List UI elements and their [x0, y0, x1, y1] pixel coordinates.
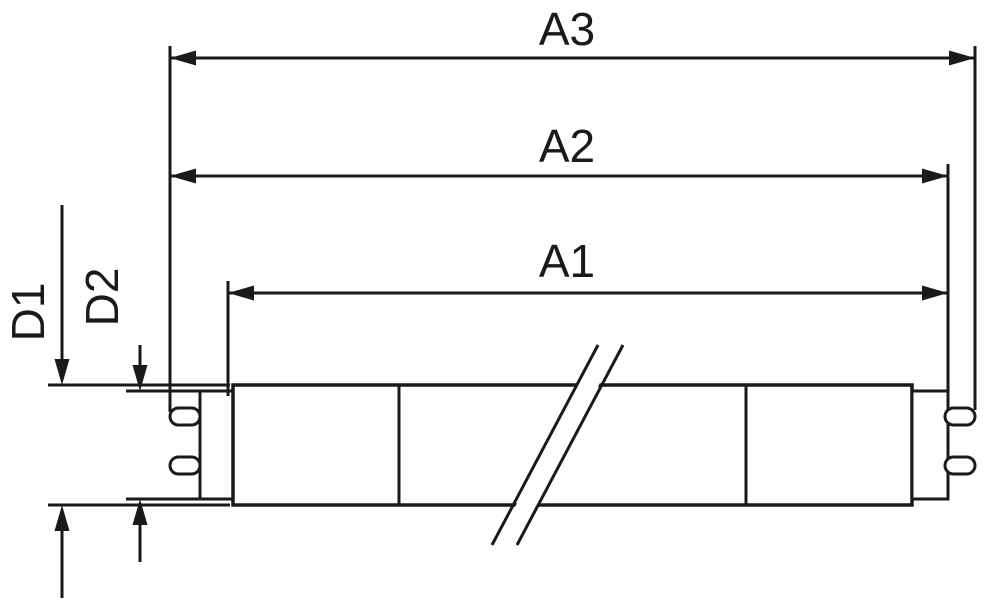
- arrowhead-right-icon: [949, 50, 975, 66]
- dimension-a1-label: A1: [539, 235, 595, 287]
- dimension-a3: A3: [168, 3, 977, 412]
- lamp-drawing: [168, 383, 977, 507]
- arrowhead-left-icon: [228, 285, 254, 301]
- right-cap-ring: [910, 389, 950, 501]
- break-symbol: [490, 342, 625, 548]
- break-line-left: [490, 344, 600, 546]
- dimension-d2-label: D2: [76, 268, 128, 327]
- break-gap: [494, 342, 621, 548]
- dimension-d1-label: D1: [2, 283, 54, 342]
- dimension-d1: D1: [2, 205, 230, 598]
- break-line-right: [515, 344, 625, 546]
- dimension-a3-label: A3: [539, 3, 595, 55]
- arrowhead-down-icon: [132, 365, 148, 391]
- dimension-a2-label: A2: [539, 120, 595, 172]
- arrowhead-right-icon: [922, 285, 948, 301]
- dimension-a1: A1: [226, 235, 948, 396]
- dimension-a2: A2: [170, 120, 950, 396]
- left-pin-bottom: [168, 455, 202, 476]
- arrowhead-left-icon: [170, 168, 196, 184]
- left-cap-ring: [198, 389, 235, 501]
- arrowhead-right-icon: [922, 168, 948, 184]
- dimension-d2: D2: [76, 268, 205, 562]
- arrowhead-up-icon: [54, 505, 70, 531]
- right-pin-top: [943, 406, 977, 427]
- arrowhead-left-icon: [170, 50, 196, 66]
- right-pin-bottom: [943, 455, 977, 476]
- left-pin-top: [168, 406, 202, 427]
- arrowhead-up-icon: [132, 499, 148, 525]
- arrowhead-down-icon: [54, 359, 70, 385]
